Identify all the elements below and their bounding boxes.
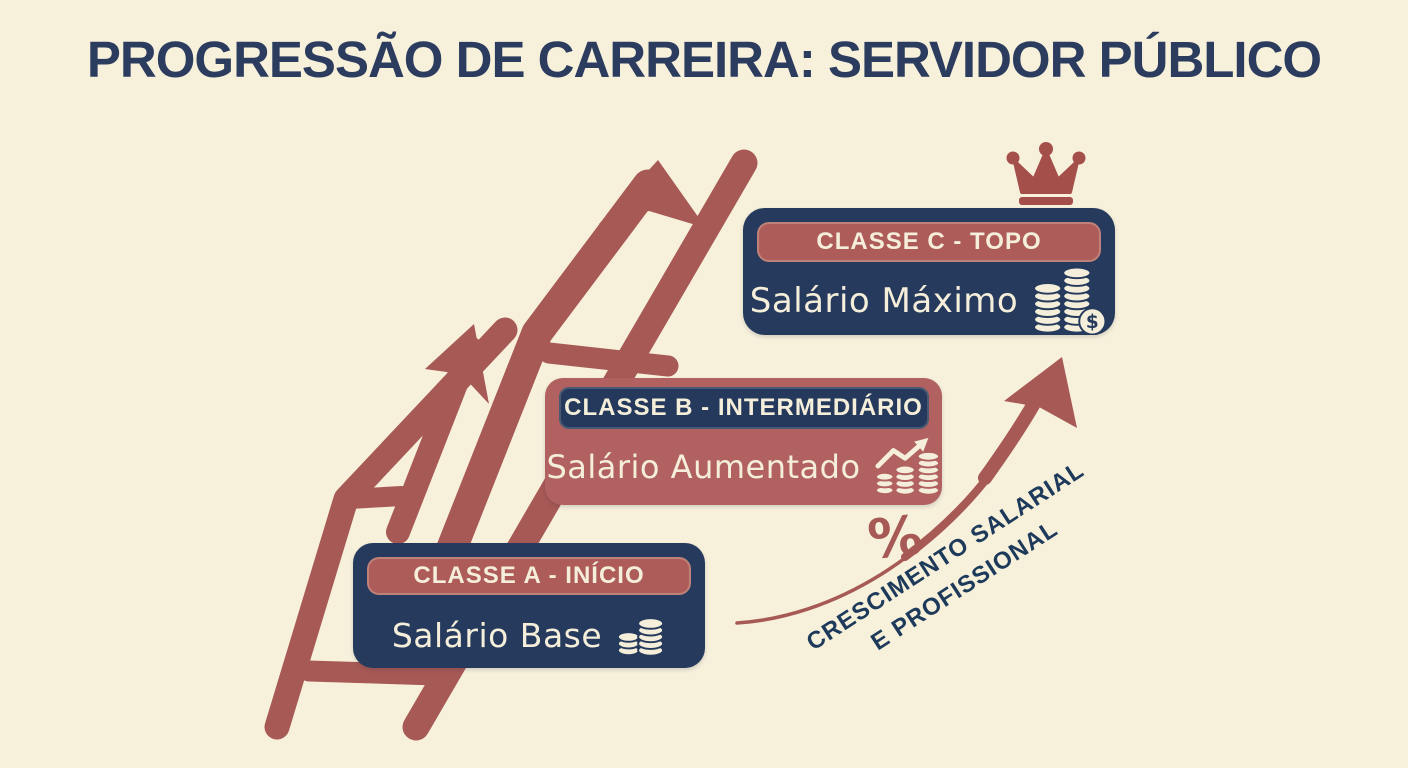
classe-a-salary-row: Salário Base <box>353 609 705 661</box>
classe-a-label: CLASSE A - INÍCIO <box>413 562 645 589</box>
classe-b-label-pill: CLASSE B - INTERMEDIÁRIO <box>558 387 929 429</box>
coin-stacks-icon <box>617 617 665 657</box>
classe-b-salary-row: Salário Aumentado <box>545 436 942 498</box>
coin-stacks-growth-arrow-icon <box>874 437 940 496</box>
classe-b-card: CLASSE B - INTERMEDIÁRIO Salário Aumenta… <box>545 378 942 505</box>
curved-arrow-head <box>1004 357 1077 428</box>
classe-c-label-pill: CLASSE C - TOPO <box>757 222 1101 262</box>
classe-a-label-pill: CLASSE A - INÍCIO <box>367 557 691 595</box>
ladder-rung-middle <box>340 486 411 509</box>
classe-c-salary-row: Salário Máximo <box>743 267 1115 335</box>
crown-icon <box>1006 142 1086 205</box>
up-arrow-big-shaft <box>436 169 664 564</box>
classe-b-salary: Salário Aumentado <box>546 448 861 486</box>
ladder-rung-top <box>538 342 679 377</box>
up-arrow-mid-head <box>425 324 489 404</box>
page-title: PROGRESSÃO DE CARREIRA: SERVIDOR PÚBLICO <box>86 31 1322 88</box>
dollar-sign: $ <box>1086 312 1099 333</box>
classe-c-salary: Salário Máximo <box>749 281 1019 321</box>
coin-stacks-dollar-icon: $ <box>1033 267 1107 335</box>
classe-a-card: CLASSE A - INÍCIO Salário Base <box>353 543 705 668</box>
up-arrow-mid-shaft <box>386 336 482 544</box>
classe-c-card: CLASSE C - TOPO Salário Máximo <box>743 208 1115 335</box>
ladder-rung-bottom <box>298 660 447 686</box>
classe-b-label: CLASSE B - INTERMEDIÁRIO <box>564 394 923 421</box>
classe-c-label: CLASSE C - TOPO <box>816 228 1042 255</box>
classe-a-salary: Salário Base <box>391 615 603 655</box>
up-arrow-big-head <box>599 160 706 228</box>
